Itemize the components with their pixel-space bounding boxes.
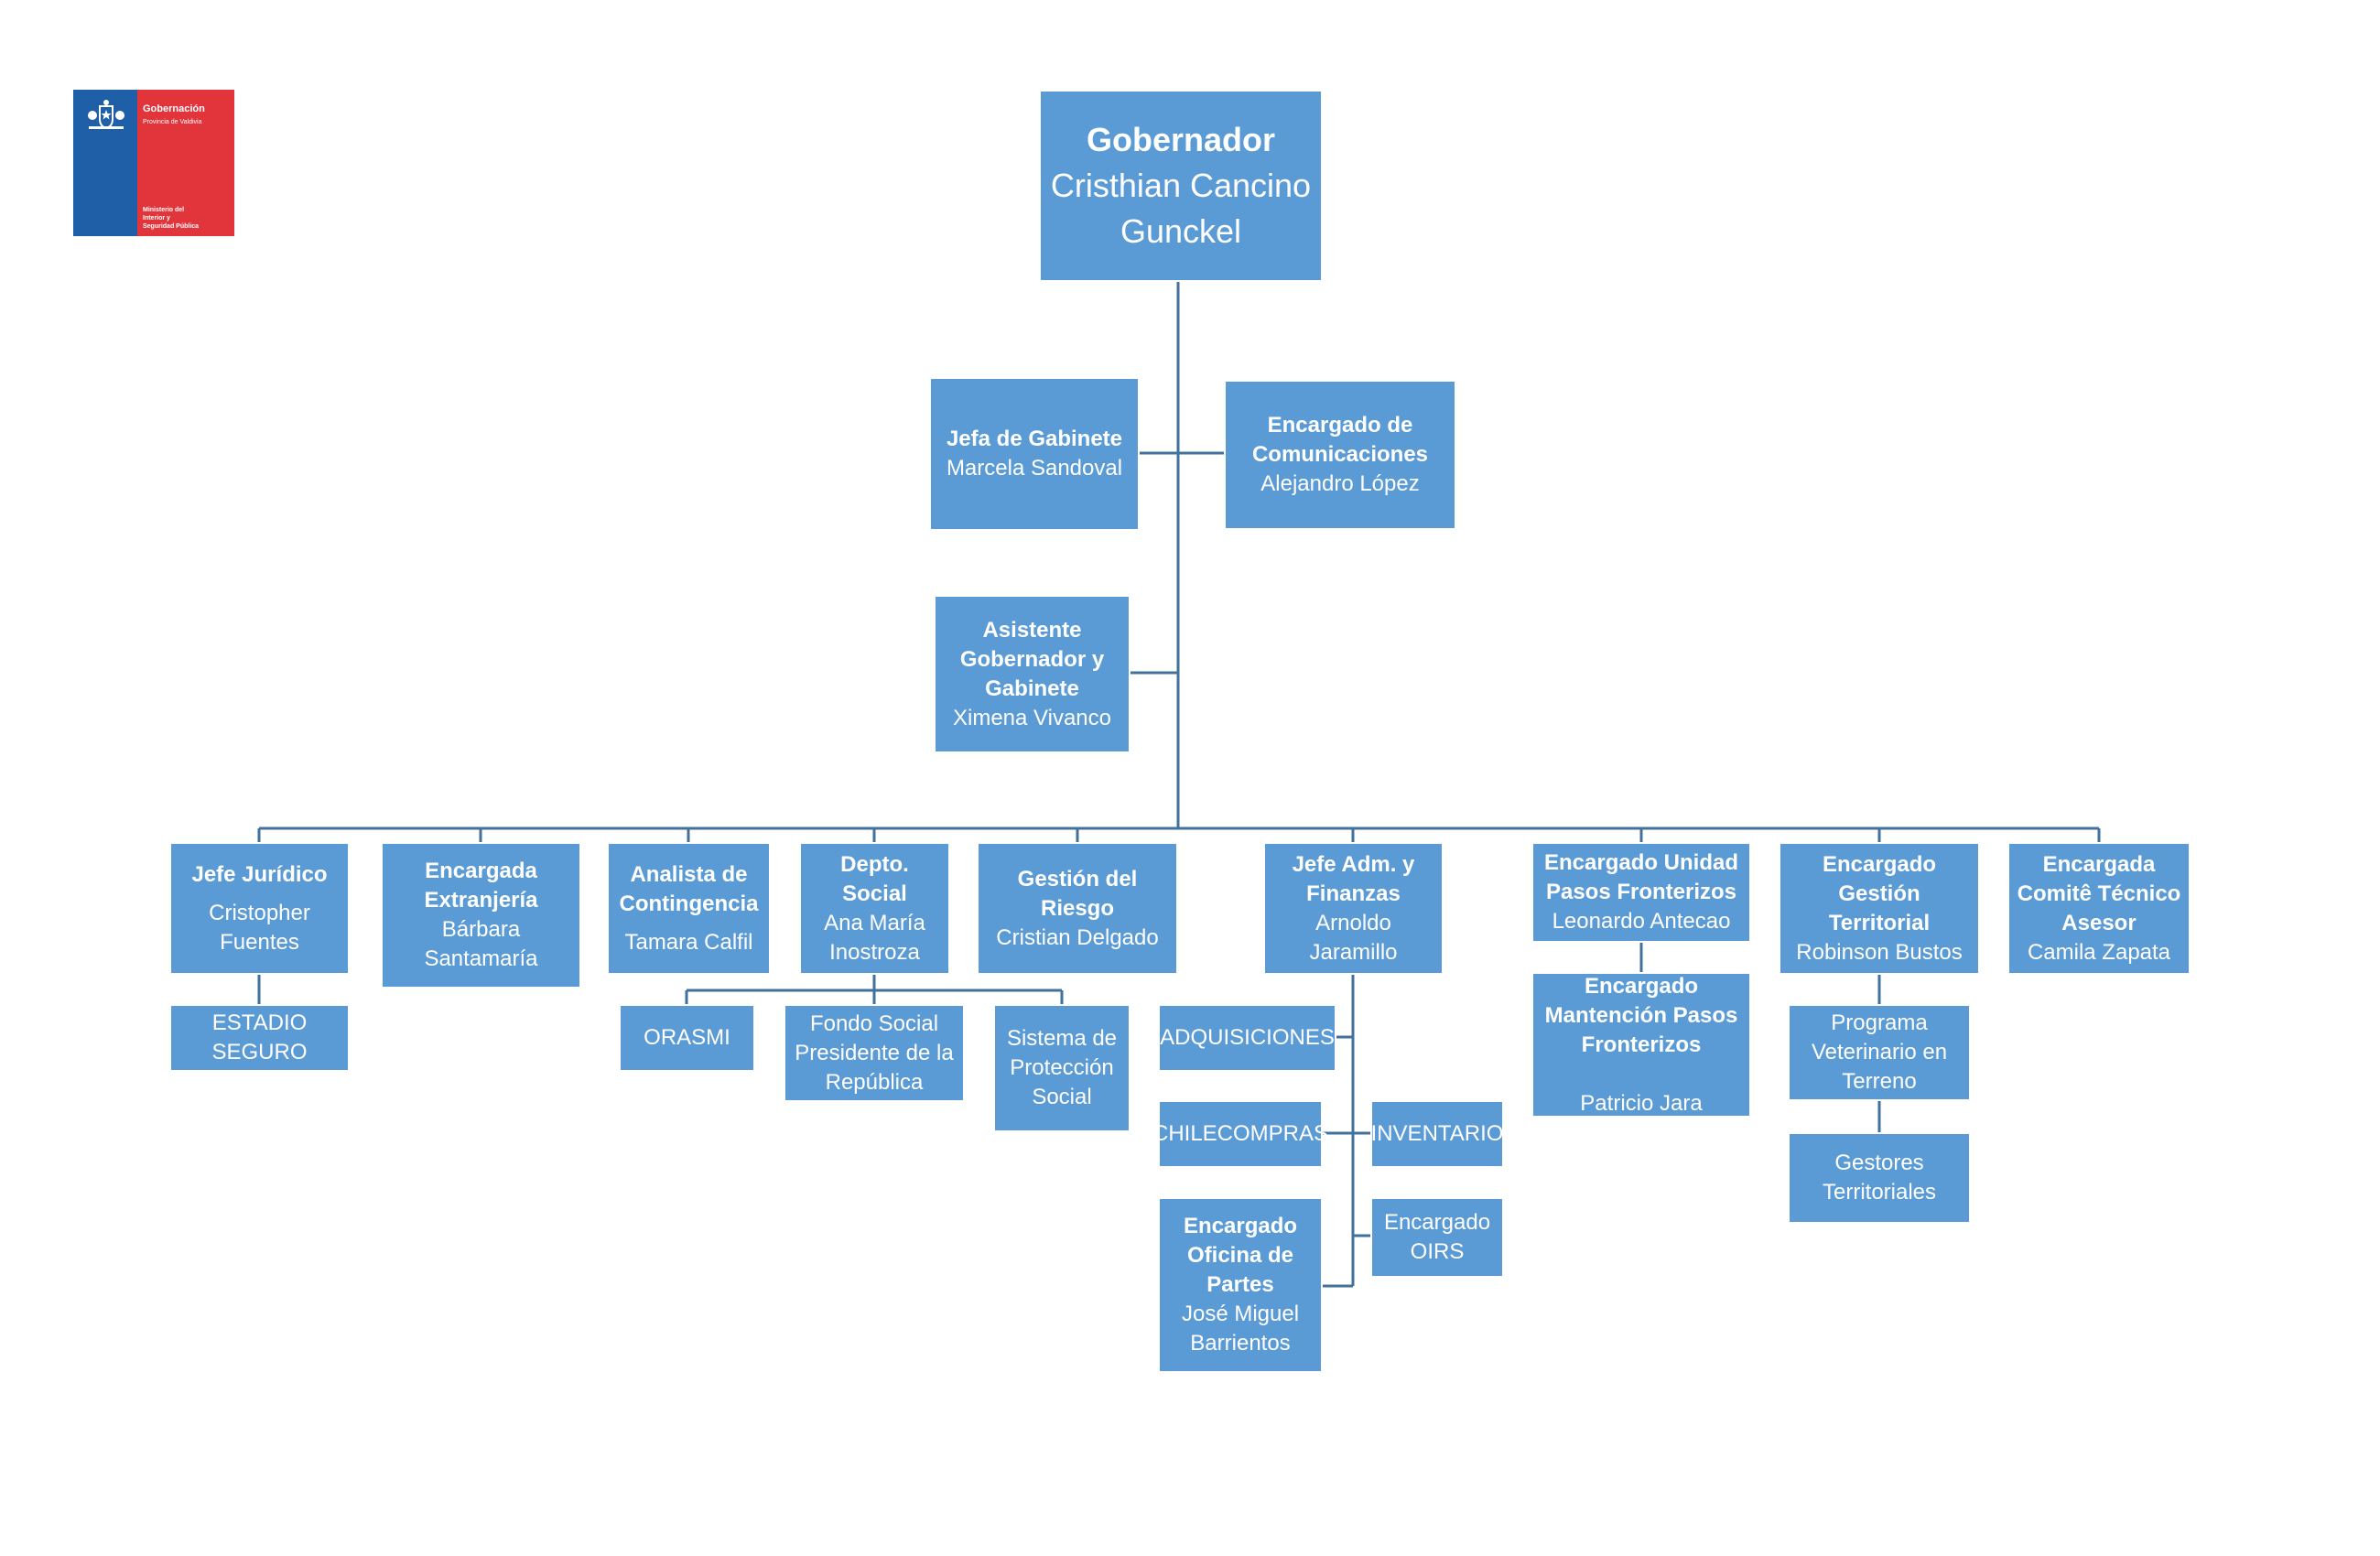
- node-chilecompras: CHILECOMPRAS: [1152, 1100, 1328, 1168]
- node-name: Camila Zapata: [2027, 939, 2171, 965]
- node-name: ADQUISICIONES: [1160, 1025, 1335, 1050]
- node-gobernador: Gobernador Cristhian Cancino Gunckel: [1039, 90, 1323, 282]
- node-name: José Miguel Barrientos: [1181, 1302, 1300, 1356]
- node-title: Analista de Contingencia: [619, 861, 759, 916]
- node-name: Tamara Calfil: [624, 929, 753, 955]
- node-fondo-social: Fondo Social Presidente de la República: [784, 1004, 965, 1102]
- node-inventario: INVENTARIO: [1370, 1100, 1504, 1168]
- logo-blue-panel: [73, 90, 137, 236]
- node-title: Jefa de Gabinete: [946, 427, 1123, 451]
- node-title: Jefe Jurídico: [191, 861, 328, 887]
- node-comunicaciones: Encargado de Comunicaciones Alejandro Ló…: [1224, 380, 1456, 530]
- node-gestion-riesgo: Gestión del Riesgo Cristian Delgado: [977, 842, 1178, 975]
- logo-red-panel: Gobernación Provincia de Valdivia Minist…: [137, 90, 234, 236]
- node-name: Programa Veterinario en Terreno: [1811, 1010, 1948, 1094]
- node-extranjeria: Encargada Extranjería Bárbara Santamaría: [381, 842, 581, 989]
- node-estadio-seguro: ESTADIO SEGURO: [169, 1004, 350, 1072]
- node-name: Leonardo Antecao: [1552, 909, 1731, 934]
- node-oficina-partes: Encargado Oficina de Partes José Miguel …: [1158, 1197, 1323, 1373]
- node-name: Marcela Sandoval: [946, 456, 1123, 481]
- node-title: Gestión del Riesgo: [1017, 866, 1138, 921]
- node-title: Depto. Social: [840, 851, 909, 906]
- node-title: Encargada Comitê Técnico Asesor: [2017, 851, 2181, 935]
- node-comite-tecnico: Encargada Comitê Técnico Asesor Camila Z…: [2007, 842, 2191, 975]
- node-name: Ana María Inostroza: [824, 910, 925, 965]
- node-name: ORASMI: [644, 1025, 730, 1050]
- node-title: Encargado Oficina de Partes: [1183, 1214, 1298, 1297]
- node-mantencion-pasos: Encargado Mantención Pasos Fronterizos P…: [1531, 972, 1751, 1118]
- node-name: INVENTARIO: [1370, 1121, 1504, 1146]
- node-jefa-gabinete: Jefa de Gabinete Marcela Sandoval: [929, 377, 1140, 531]
- node-name: Cristian Delgado: [996, 924, 1159, 950]
- node-title: Encargado Gestión Territorial: [1822, 851, 1937, 935]
- node-contingencia: Analista de Contingencia Tamara Calfil: [607, 842, 771, 975]
- node-proteccion-social: Sistema de Protección Social: [993, 1004, 1130, 1132]
- node-oirs: Encargado OIRS: [1370, 1197, 1504, 1278]
- node-programa-veterinario: Programa Veterinario en Terreno: [1788, 1004, 1971, 1101]
- node-name: Bárbara Santamaría: [424, 917, 538, 971]
- node-title: Encargada Extranjería: [424, 859, 538, 913]
- node-adquisiciones: ADQUISICIONES: [1158, 1004, 1336, 1072]
- node-title: Encargado de Comunicaciones: [1251, 413, 1429, 467]
- node-gestores-territoriales: Gestores Territoriales: [1788, 1132, 1971, 1224]
- logo-title: Gobernación: [143, 103, 205, 114]
- chile-coat-of-arms-icon: [88, 100, 124, 130]
- node-name: Ximena Vivanco: [953, 705, 1111, 730]
- logo-subtitle: Provincia de Valdivia: [143, 119, 202, 125]
- node-name: Encargado OIRS: [1383, 1210, 1491, 1264]
- node-name: ESTADIO SEGURO: [211, 1010, 308, 1064]
- node-title: Gobernador: [1086, 121, 1275, 158]
- node-name: Alejandro López: [1260, 471, 1420, 496]
- node-name: Cristhian Cancino Gunckel: [1050, 167, 1312, 250]
- node-orasmi: ORASMI: [619, 1004, 755, 1072]
- node-finanzas: Jefe Adm. y Finanzas Arnoldo Jaramillo: [1263, 842, 1444, 975]
- node-name: Robinson Bustos: [1796, 939, 1963, 965]
- node-pasos-fronterizos: Encargado Unidad Pasos Fronterizos Leona…: [1531, 842, 1751, 943]
- node-depto-social: Depto. Social Ana María Inostroza: [799, 842, 950, 975]
- node-title: Encargado Unidad Pasos Fronterizos: [1543, 850, 1739, 904]
- node-name: Cristopher Fuentes: [209, 900, 310, 955]
- node-name: Gestores Territoriales: [1822, 1151, 1937, 1205]
- node-name: Fondo Social Presidente de la República: [795, 1010, 954, 1095]
- node-title: Encargado Mantención Pasos Fronterizos: [1544, 973, 1738, 1057]
- node-title: Jefe Adm. y Finanzas: [1292, 851, 1415, 906]
- node-name: CHILECOMPRAS: [1152, 1121, 1329, 1146]
- node-name: Sistema de Protección Social: [1006, 1026, 1118, 1109]
- node-asistente: Asistente Gobernador y Gabinete Ximena V…: [934, 595, 1130, 753]
- node-juridico: Jefe Jurídico Cristopher Fuentes: [169, 842, 350, 975]
- logo-ministry: Ministerio del Interior y Seguridad Públ…: [143, 207, 200, 230]
- node-gestion-territorial: Encargado Gestión Territorial Robinson B…: [1779, 842, 1980, 975]
- node-name: Arnoldo Jaramillo: [1309, 910, 1398, 965]
- node-title: Asistente Gobernador y Gabinete: [959, 617, 1105, 701]
- gobernacion-logo: Gobernación Provincia de Valdivia Minist…: [73, 90, 234, 236]
- node-name: Patricio Jara: [1580, 1090, 1703, 1116]
